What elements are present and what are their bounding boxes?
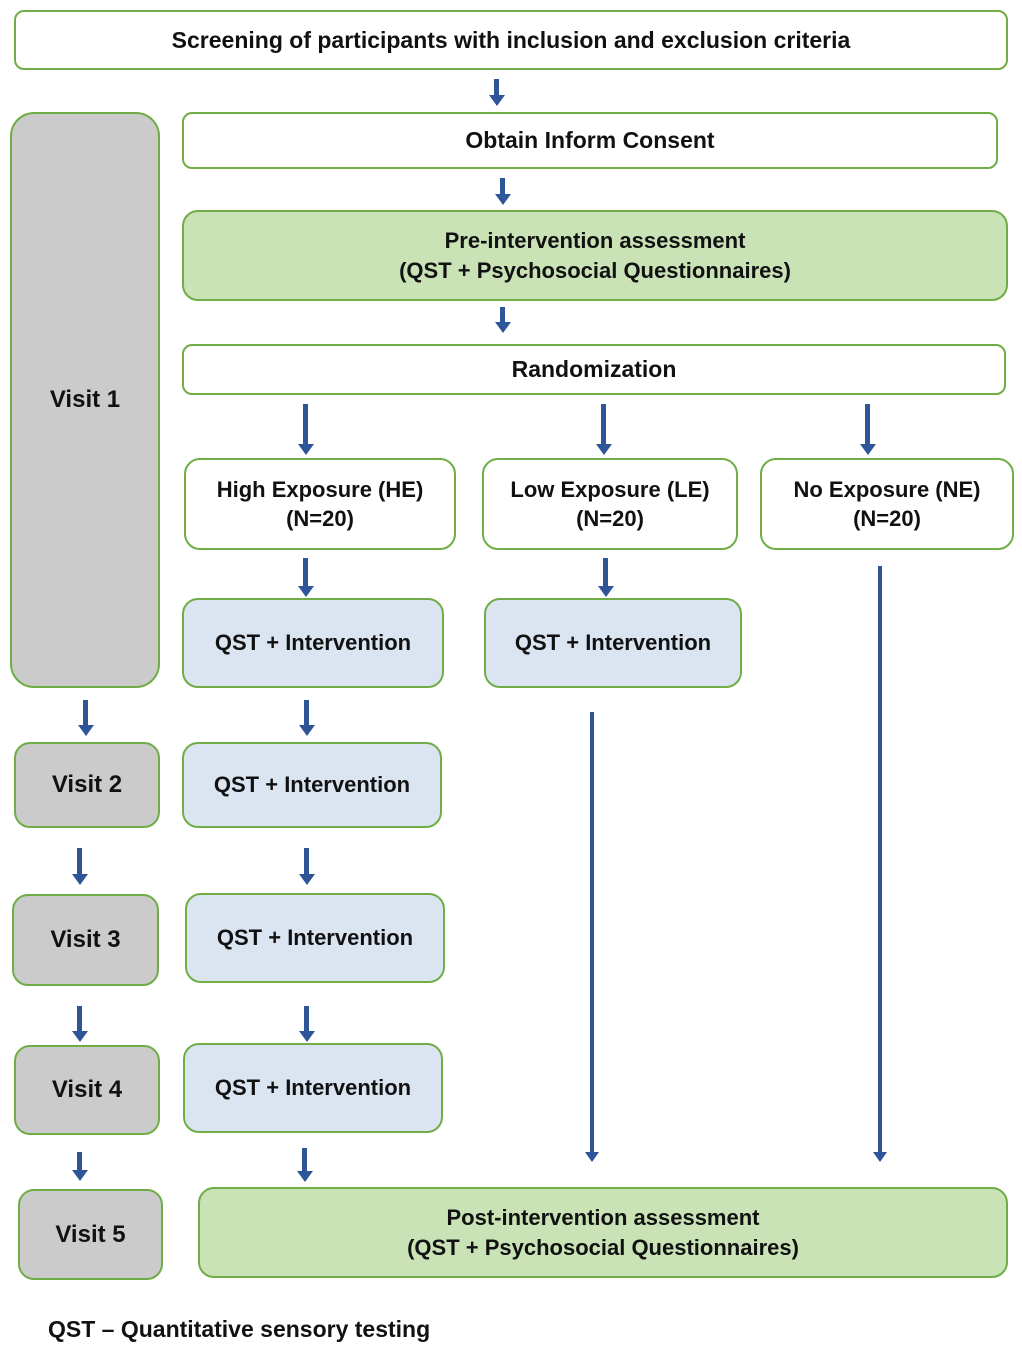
- high-exposure-line1: High Exposure (HE): [216, 476, 424, 502]
- le-to-qst1-arrow: [603, 558, 608, 586]
- qst2-to-qst3-arrow: [304, 848, 309, 874]
- no-exposure-box: No Exposure (NE) (N=20): [760, 458, 1014, 550]
- qst-intervention-visit3-box: QST + Intervention: [185, 893, 445, 983]
- visit-3-box: Visit 3: [12, 894, 159, 986]
- le-to-post-long-arrow: [590, 712, 594, 1152]
- post-assessment-line2: (QST + Psychosocial Questionnaires): [407, 1234, 799, 1260]
- post-assessment-box: Post-intervention assessment (QST + Psyc…: [198, 1187, 1008, 1278]
- visit-2-box: Visit 2: [14, 742, 160, 828]
- visit1-to-visit2-arrow: [83, 700, 88, 725]
- visit-1-box: Visit 1: [10, 112, 160, 688]
- post-assessment-line1: Post-intervention assessment: [446, 1205, 760, 1231]
- screening-to-consent-arrow: [494, 79, 499, 95]
- pre-assessment-line1: Pre-intervention assessment: [444, 228, 746, 254]
- visit4-to-visit5-arrow: [77, 1152, 82, 1170]
- low-exposure-line1: Low Exposure (LE): [510, 476, 710, 502]
- visit-4-box: Visit 4: [14, 1045, 160, 1135]
- he-to-qst1-arrow: [303, 558, 308, 586]
- high-exposure-line2: (N=20): [286, 506, 354, 531]
- high-exposure-box: High Exposure (HE) (N=20): [184, 458, 456, 550]
- low-exposure-line2: (N=20): [576, 506, 644, 531]
- no-exposure-line2: (N=20): [853, 506, 921, 531]
- consent-box: Obtain Inform Consent: [182, 112, 998, 169]
- qst3-to-qst4-arrow: [304, 1006, 309, 1031]
- qst-intervention-le-visit1-box: QST + Intervention: [484, 598, 742, 688]
- ne-to-post-long-arrow: [878, 566, 882, 1152]
- pre-assessment-box: Pre-intervention assessment (QST + Psych…: [182, 210, 1008, 301]
- screening-box: Screening of participants with inclusion…: [14, 10, 1008, 70]
- consent-to-preassessment-arrow: [500, 178, 505, 194]
- randomization-box: Randomization: [182, 344, 1006, 395]
- qst-intervention-visit4-box: QST + Intervention: [183, 1043, 443, 1133]
- visit3-to-visit4-arrow: [77, 1006, 82, 1031]
- visit2-to-visit3-arrow: [77, 848, 82, 874]
- preassessment-to-randomization-arrow: [500, 307, 505, 322]
- qst-abbreviation-caption: QST – Quantitative sensory testing: [48, 1316, 431, 1342]
- pre-assessment-line2: (QST + Psychosocial Questionnaires): [399, 257, 791, 283]
- qst-intervention-visit2-box: QST + Intervention: [182, 742, 442, 828]
- randomization-to-he-arrow: [303, 404, 308, 444]
- low-exposure-box: Low Exposure (LE) (N=20): [482, 458, 738, 550]
- qst1-to-qst2-arrow: [304, 700, 309, 725]
- randomization-to-ne-arrow: [865, 404, 870, 444]
- qst-intervention-he-visit1-box: QST + Intervention: [182, 598, 444, 688]
- randomization-to-le-arrow: [601, 404, 606, 444]
- visit-5-box: Visit 5: [18, 1189, 163, 1280]
- no-exposure-line1: No Exposure (NE): [793, 476, 981, 502]
- qst4-to-post-arrow: [302, 1148, 307, 1171]
